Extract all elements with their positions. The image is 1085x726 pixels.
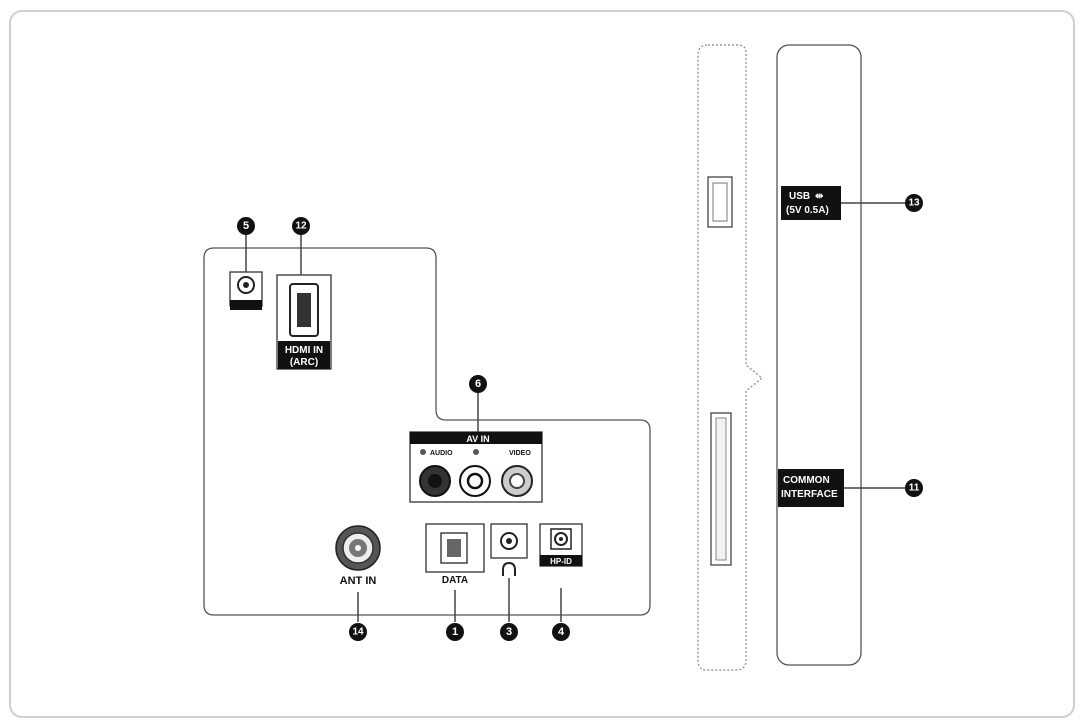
hp-id-port: HP-ID	[539, 523, 583, 567]
callout-badge-ant: 14	[349, 623, 367, 641]
callout-badge-ci: 11	[905, 479, 923, 497]
callout-badge-hdmi: 12	[292, 217, 310, 235]
ant-in-port: ANT IN	[335, 525, 381, 587]
callout-badge-usb: 13	[905, 194, 923, 212]
hdmi-label-line2: (ARC)	[290, 357, 318, 368]
ci-slot-inner	[715, 417, 727, 561]
hdmi-port: HDMI IN (ARC)	[276, 274, 332, 370]
usb-icon: ⇹	[815, 191, 824, 202]
svg-text:3: 3	[506, 626, 512, 638]
data-port: DATA	[425, 523, 485, 586]
svg-text:5: 5	[243, 220, 249, 232]
video-label: VIDEO	[509, 450, 531, 457]
headphone-port	[490, 523, 528, 576]
side-edge-outline	[697, 44, 763, 671]
svg-text:11: 11	[909, 483, 920, 494]
usb-label-box: USB ⇹ (5V 0.5A)	[781, 186, 841, 220]
svg-text:13: 13	[908, 198, 920, 209]
usb-label-line2: (5V 0.5A)	[786, 205, 829, 216]
callout-lines	[245, 202, 905, 622]
callout-badge-ir: 5	[237, 217, 255, 235]
svg-text:6: 6	[475, 378, 481, 390]
callout-badge-headphone: 3	[500, 623, 518, 641]
usb-label-line1: USB	[789, 191, 810, 202]
ci-label-line1: COMMON	[783, 475, 830, 486]
audio-label: AUDIO	[430, 450, 453, 457]
usb-slot-inner	[712, 182, 728, 222]
side-panel-outline	[776, 44, 862, 666]
callout-badge-data: 1	[446, 623, 464, 641]
hdmi-label-line1: HDMI IN	[285, 345, 323, 356]
ci-label-box: COMMON INTERFACE	[778, 469, 844, 507]
callout-badge-hpid: 4	[552, 623, 570, 641]
av-in-block: AV IN AUDIO VIDEO	[409, 431, 543, 503]
hp-id-label: HP-ID	[550, 557, 572, 566]
headphone-icon	[502, 561, 516, 576]
svg-text:1: 1	[452, 626, 458, 638]
ir-port	[229, 271, 263, 310]
data-label: DATA	[442, 575, 468, 586]
svg-text:12: 12	[295, 221, 307, 232]
ci-label-line2: INTERFACE	[781, 489, 838, 500]
svg-text:14: 14	[352, 627, 364, 638]
callout-badge-av: 6	[469, 375, 487, 393]
ant-in-label: ANT IN	[340, 575, 377, 587]
rear-panel-outline	[203, 247, 651, 616]
svg-text:4: 4	[558, 626, 565, 638]
av-in-label: AV IN	[466, 434, 489, 444]
outer-frame	[9, 10, 1075, 718]
